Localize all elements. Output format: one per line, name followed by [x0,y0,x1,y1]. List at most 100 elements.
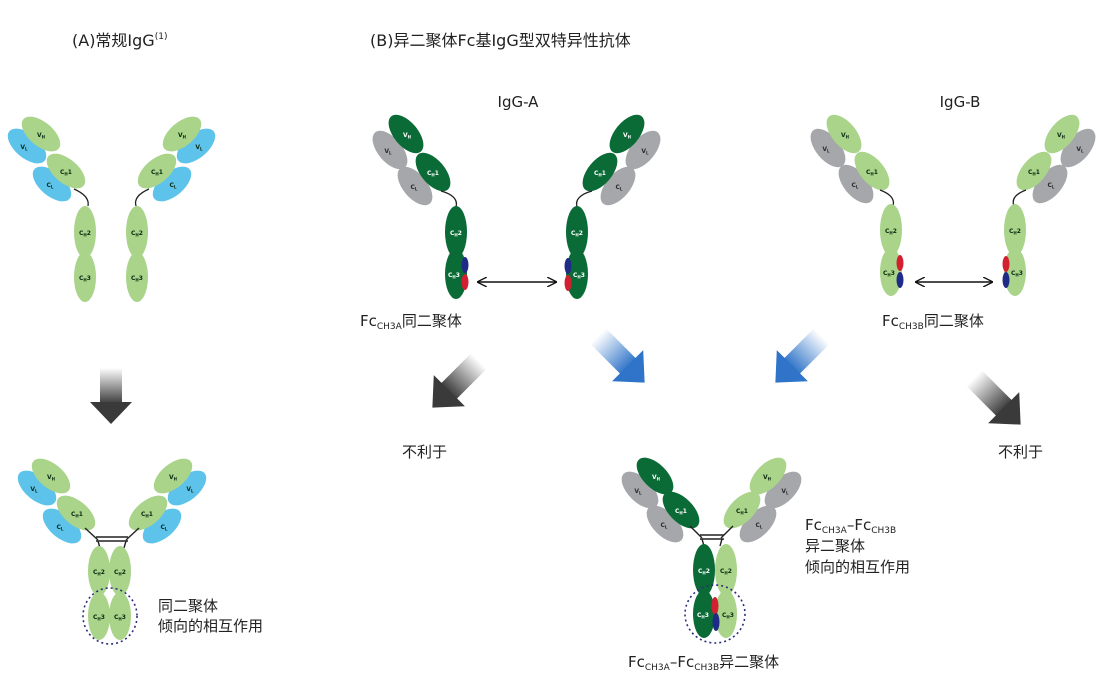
label-ch2: CH2 [1009,228,1021,236]
panel-a-note-line1: 同二聚体 [158,597,218,615]
label-ch3: CH3 [448,272,460,280]
label-ch3: CH3 [697,612,709,620]
label-ch1: CH1 [866,169,878,177]
label-ch2: CH2 [450,230,462,238]
domain-cl [739,505,777,543]
label-vl: VL [641,148,649,156]
label-vh: VH [178,132,186,140]
domain-vh [21,116,61,152]
label-ch1: CH1 [736,508,748,516]
label-cl: CL [57,524,64,532]
label-ch1: CH1 [427,170,439,178]
domain-cl [397,166,433,206]
hinge-disulfide [689,525,734,547]
domain-ch2 [566,206,588,258]
domain-ch3 [445,249,467,299]
domain-ch1 [723,491,761,529]
domain-vl [7,128,47,164]
label-cl: CL [161,524,168,532]
hole-blue [712,613,720,631]
domain-cl [142,508,182,544]
domain-cl [838,164,874,204]
domain-ch1 [582,152,618,192]
hetero-note-line2: 异二聚体 [805,537,865,555]
label-ch1: CH1 [71,511,83,519]
knob-red [896,255,904,271]
domain-vh [1044,114,1080,154]
hinge [73,188,89,207]
unfavorable-right-label: 不利于 [998,443,1043,461]
label-ch3: CH3 [114,614,126,622]
label-vh: VH [403,132,411,140]
domain-ch2 [126,206,148,258]
hole-blue [1002,272,1010,288]
label-vl: VL [30,486,38,494]
label-vh: VH [47,474,55,482]
label-ch1: CH1 [141,511,153,519]
igg-a-label: IgG-A [498,93,540,111]
label-ch3: CH3 [1011,270,1023,278]
ch3-interaction-ring [82,587,138,645]
label-cl: CL [852,182,859,190]
hinge [575,190,593,208]
unfavorable-left-label: 不利于 [402,443,447,461]
domain-ch1 [662,491,700,529]
knob-red [564,275,572,291]
label-vh: VH [763,474,771,482]
panel-a-note-line2: 倾向的相互作用 [158,617,263,635]
igg-b-homodimer-label: FcCH3B同二聚体 [882,312,984,332]
label-ch2: CH2 [720,568,732,576]
domain-cl [372,130,408,170]
hetero-note-line3: 倾向的相互作用 [805,558,910,576]
down-arrow-icon [90,368,132,424]
ch3-interaction-ring [684,584,746,644]
label-cl: CL [170,182,177,190]
hinge [879,189,895,207]
label-ch2: CH2 [885,228,897,236]
label-vl: VL [1076,146,1084,154]
domain-ch2 [88,546,110,596]
domain-ch2 [109,546,131,596]
gray-arrow-right-icon [966,370,1021,425]
domain-vh [826,114,862,154]
domain-ch1 [1016,151,1052,191]
label-ch2: CH2 [698,568,710,576]
label-ch1: CH1 [675,508,687,516]
igg-b-homodimer: VH CH1 CH2 CH3 VH CH1 CH2 CH3 VL CL VL C… [810,114,1096,296]
knob-red [461,274,469,290]
label-vh: VH [841,132,849,140]
hinge [440,190,458,208]
domain-ch1 [137,153,177,189]
domain-cl [646,505,684,543]
hinge [1012,189,1027,207]
label-ch3: CH3 [722,612,734,620]
domain-ch3 [88,592,110,640]
label-vh: VH [37,132,45,140]
label-vl: VL [384,148,392,156]
hinge-disulfide [84,527,140,549]
domain-cl [600,166,636,206]
domain-ch1 [415,152,451,192]
domain-ch3 [126,252,148,302]
domain-vl [810,128,846,168]
domain-cl [1032,164,1068,204]
domain-vh [749,457,787,495]
hetero-note-line1: FcCH3A–FcCH3B [805,516,896,536]
label-vl: VL [822,146,830,154]
label-cl: CL [47,182,54,190]
domain-ch2 [693,544,715,596]
label-ch2: CH2 [114,569,126,577]
label-ch3: CH3 [573,272,585,280]
domain-vl [167,470,207,506]
hole-blue [896,272,904,288]
domain-cl [42,508,82,544]
domain-cl [152,166,192,202]
domain-ch1 [854,151,890,191]
label-cl: CL [756,522,763,530]
domain-cl [32,166,72,202]
domain-ch2 [445,206,467,258]
igg-a-homodimer: VH CH1 CH2 CH3 VH CH1 CH2 CH3 VL CL VL C… [372,114,661,299]
domain-ch2 [880,204,902,256]
domain-ch3 [1004,248,1026,296]
label-ch3: CH3 [131,275,143,283]
